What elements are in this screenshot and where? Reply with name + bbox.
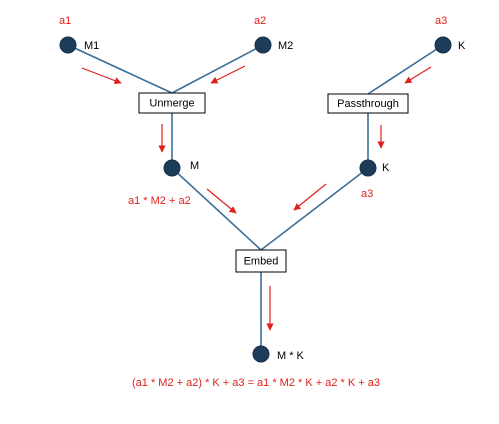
expr-k: a3 [361, 188, 373, 200]
node-m2 [254, 36, 272, 54]
label-m: M [190, 160, 199, 172]
label-k: K [382, 162, 390, 174]
node-k-input [434, 36, 452, 54]
edge-k-embed [260, 167, 369, 251]
arrow-m2 [210, 65, 246, 84]
label-k-input: K [458, 40, 466, 52]
expr-final: (a1 * M2 + a2) * K + a3 = a1 * M2 * K + … [132, 377, 380, 389]
expr-m: a1 * M2 + a2 [128, 195, 191, 207]
coef-a3: a3 [435, 15, 447, 27]
arrow-m1 [81, 67, 122, 85]
box-passthrough: Passthrough [327, 93, 409, 114]
edge-m2-unmerge [171, 44, 264, 94]
label-m2: M2 [278, 40, 293, 52]
arrow-m-embed [206, 188, 237, 214]
box-unmerge: Unmerge [138, 92, 206, 114]
label-output: M * K [277, 350, 305, 362]
node-m [163, 159, 181, 177]
edge-m1-unmerge [67, 44, 173, 94]
nodes [59, 36, 452, 363]
box-unmerge-label: Unmerge [149, 97, 194, 109]
node-k [359, 159, 377, 177]
edge-m-embed [171, 167, 262, 251]
node-m1 [59, 36, 77, 54]
coef-a2: a2 [254, 15, 266, 27]
flow-arrows [81, 65, 432, 331]
arrow-k-input [404, 66, 432, 84]
label-m1: M1 [84, 40, 99, 52]
connector-lines [67, 44, 444, 353]
coef-a1: a1 [59, 15, 71, 27]
box-embed: Embed [235, 249, 287, 273]
node-output [252, 345, 270, 363]
box-embed-label: Embed [244, 255, 279, 267]
box-passthrough-label: Passthrough [337, 98, 399, 110]
arrow-k-embed [293, 183, 327, 211]
edge-k-passthrough [367, 44, 444, 95]
